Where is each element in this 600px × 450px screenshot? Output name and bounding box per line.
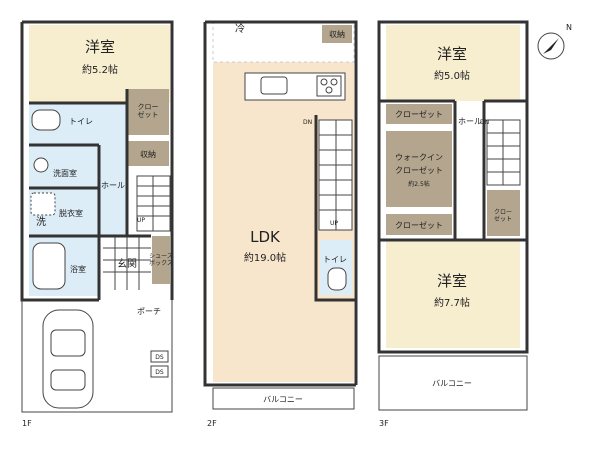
balcony-label-3f: バルコニー: [432, 379, 472, 388]
shoebox-label: シューズボックス: [149, 252, 173, 267]
ldk-label: LDK: [250, 228, 281, 246]
toilet-fixture-2f: [327, 267, 347, 291]
interior-walls-3f: [379, 99, 527, 242]
sink-icon: [260, 76, 288, 95]
closet-label-1f: クローゼット: [138, 103, 159, 119]
storage-1f: [127, 141, 169, 166]
washing-machine: [30, 192, 56, 216]
bathtub: [32, 242, 66, 290]
western2-name-3f: 洋室: [437, 272, 467, 290]
western-name-1f: 洋室: [85, 38, 115, 56]
stove-icon: [316, 75, 342, 97]
walkin-line2: クローゼット: [395, 165, 443, 175]
floor-2f: 冷 収納 LDK 約19.0帖 DN UP トイレ バルコニー 2F: [203, 20, 358, 428]
ds-box-2: [150, 365, 169, 378]
car-icon: [42, 309, 94, 409]
western2-size-3f: 約7.7帖: [434, 296, 470, 309]
stair-1f: [136, 175, 171, 232]
storage-label-2f: 収納: [329, 29, 345, 39]
closet2-label-3f: クローゼット: [395, 220, 443, 230]
up-label-1f: UP: [137, 217, 145, 224]
dn-label-3f: DN: [480, 119, 489, 126]
stair-2f: [318, 119, 353, 231]
compass-north-label: N: [566, 23, 572, 32]
shoebox-1f: [152, 236, 170, 284]
balcony-2f: [212, 387, 355, 410]
closet-1f: [127, 89, 169, 135]
toilet-label-1f: トイレ: [69, 117, 93, 126]
interior-walls-1f: [29, 89, 151, 300]
entrance-tiles: [103, 236, 151, 290]
closet1-3f: [386, 104, 452, 124]
porch-label: ポーチ: [137, 307, 161, 316]
ds-box-1: [150, 350, 169, 363]
walkin-line1: ウォークイン: [395, 153, 443, 162]
toilet-fixture-1f: [31, 109, 61, 131]
western-room-3f-a: [386, 25, 520, 101]
interior-walls-2f: [314, 115, 356, 302]
storage-2f: [322, 25, 352, 43]
ds-label-2: DS: [155, 369, 164, 376]
closet-side-3f: [487, 190, 520, 236]
closet1-label-3f: クローゼット: [395, 109, 443, 119]
walkin-closet: [386, 131, 452, 207]
ds-label-1: DS: [155, 354, 164, 361]
floor-label-3f: 3F: [379, 419, 389, 428]
compass-icon: N: [537, 23, 572, 60]
toilet-label-2f: トイレ: [323, 255, 347, 264]
washbasin-fixture: [33, 157, 49, 173]
fridge-label: 冷: [235, 22, 245, 35]
floor-1f: 洋室 約5.2帖 トイレ クローゼット 収納 洗面室 ホール 洗 脱衣室 浴室 …: [20, 20, 174, 428]
bath-label: 浴室: [70, 264, 86, 274]
washroom-label: 洗面室: [53, 168, 77, 178]
western-size-1f: 約5.2帖: [82, 63, 118, 76]
western1-name-3f: 洋室: [437, 45, 467, 63]
ldk-size: 約19.0帖: [244, 251, 286, 264]
balcony-3f: [378, 355, 528, 411]
stair-3f: [486, 119, 521, 186]
storage-label-1f: 収納: [140, 149, 156, 159]
walkin-size: 約2.5帖: [408, 180, 430, 188]
western1-size-3f: 約5.0帖: [434, 69, 470, 82]
closet2-3f: [386, 214, 452, 235]
floor-label-1f: 1F: [22, 419, 32, 428]
entrance-label: 玄関: [117, 257, 137, 270]
hall-label-3f: ホール: [458, 117, 482, 126]
closet-side-label-3f: クローゼット: [494, 209, 512, 223]
floor-3f: 洋室 約5.0帖 クローゼット ホール DN ウォークイン クローゼット 約2.…: [377, 20, 529, 428]
up-label-2f: UP: [330, 220, 338, 227]
balcony-label-2f: バルコニー: [263, 395, 303, 404]
walls-2f: [203, 20, 358, 387]
western-room-3f-b: [386, 240, 520, 348]
dressing-label: 脱衣室: [59, 208, 83, 218]
floor-label-2f: 2F: [207, 419, 217, 428]
hall-label-1f: ホール: [101, 181, 125, 190]
parking-outline: [21, 300, 173, 413]
dn-label-2f: DN: [303, 119, 312, 126]
walls-3f: [377, 20, 529, 354]
laundry-label: 洗: [36, 216, 46, 228]
